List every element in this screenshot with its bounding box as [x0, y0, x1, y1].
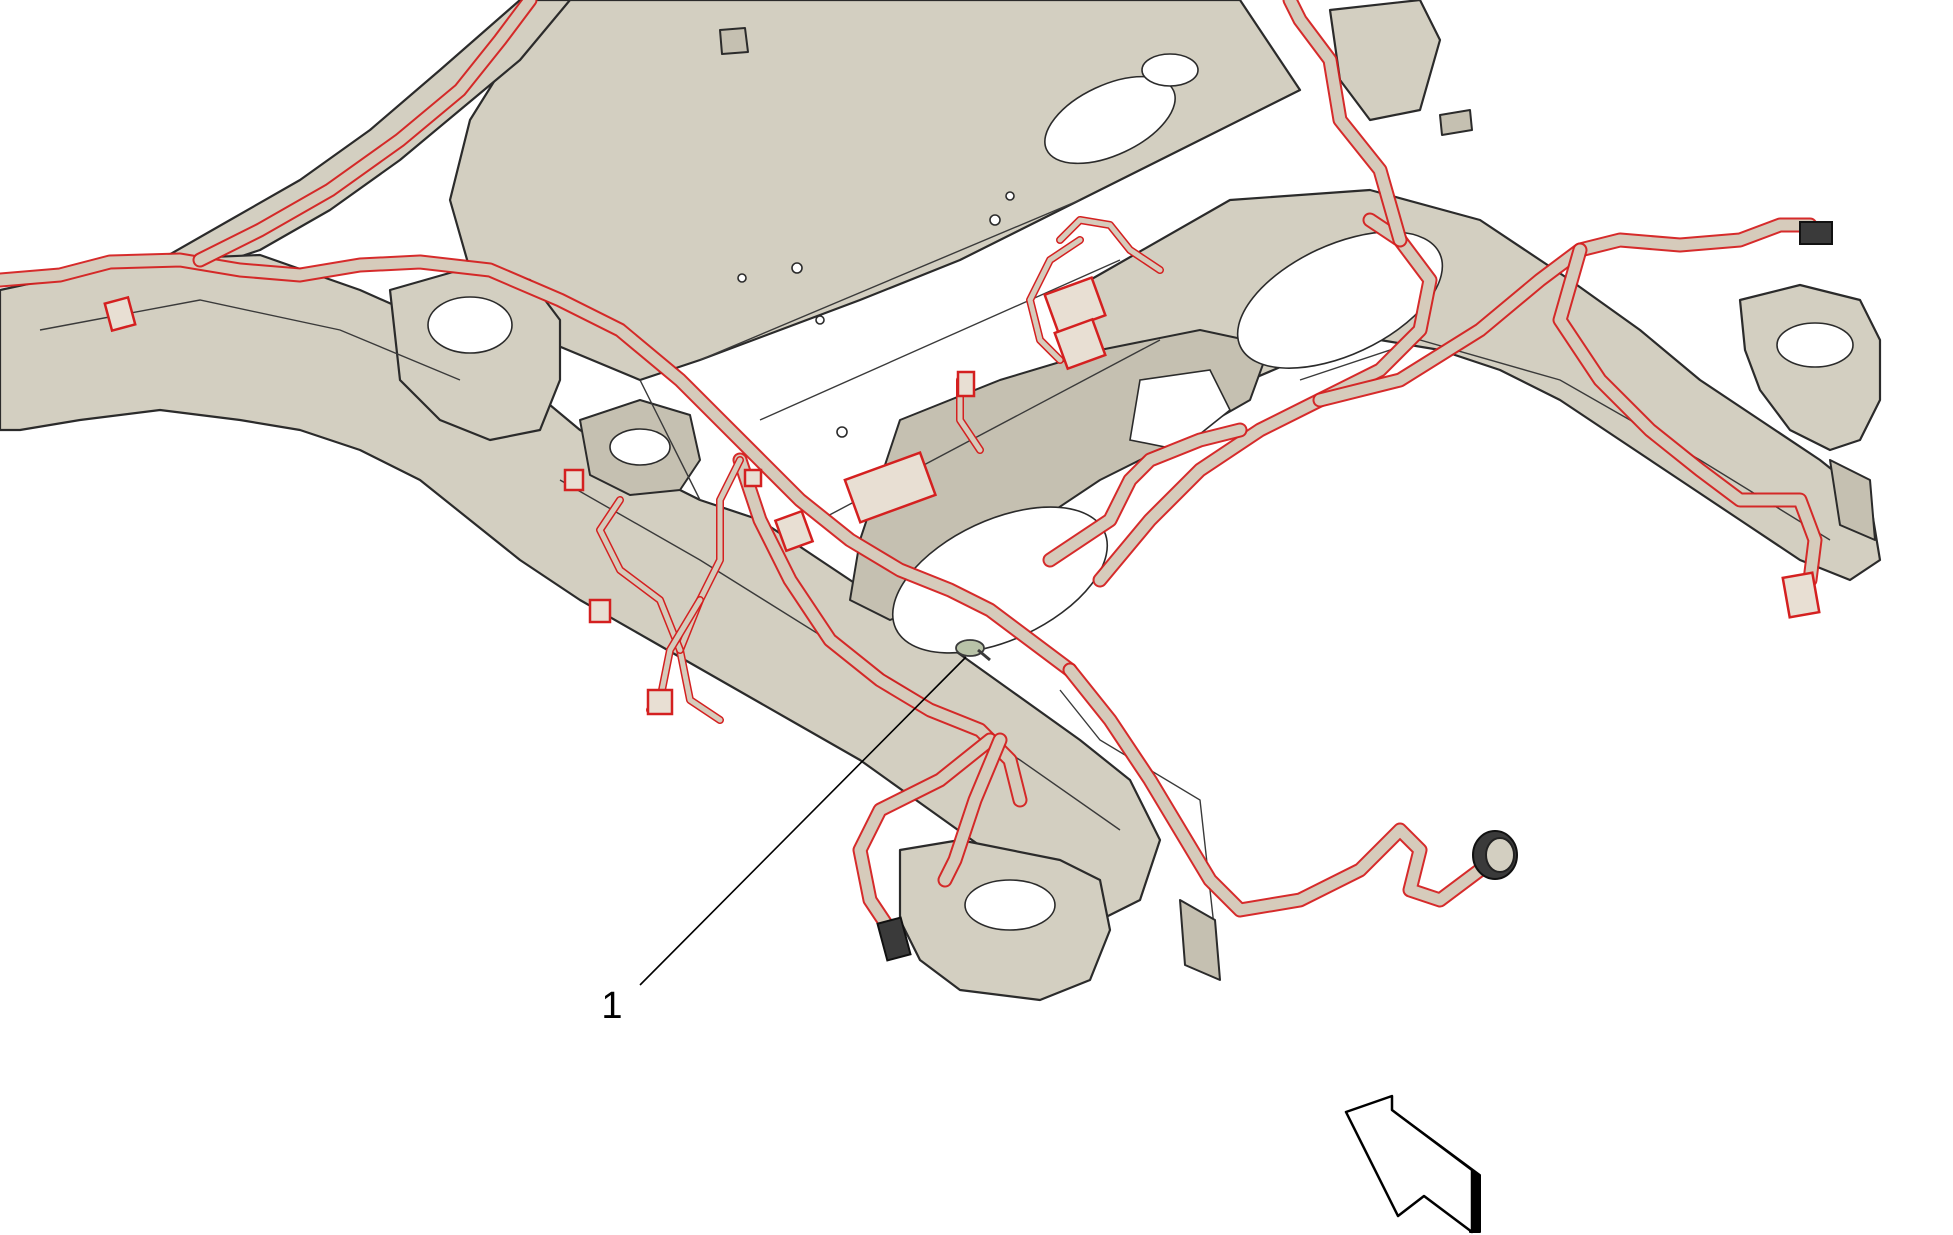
connector-upper-relay-2 — [1053, 317, 1107, 371]
connector-front-left — [876, 916, 912, 962]
vehicle-frame — [0, 0, 1882, 1002]
connector-right-end — [1799, 221, 1833, 245]
connector-lower-left-2 — [588, 598, 612, 624]
callout-1: 1 — [601, 656, 967, 1027]
callout-1-leader — [639, 656, 967, 986]
clip-rail-1 — [563, 468, 585, 492]
connector-left-upper — [103, 295, 137, 333]
view-direction-arrow-icon — [1344, 1094, 1481, 1234]
wiring-harness — [0, 0, 1823, 938]
callout-1-label: 1 — [601, 985, 622, 1027]
connector-mid-small — [773, 509, 815, 553]
connector-lower-left — [646, 688, 674, 716]
connector-front-right-round-face — [1485, 837, 1515, 873]
ground-terminal-icon — [955, 639, 991, 662]
connectors — [103, 221, 1833, 962]
clip-rail-2 — [743, 468, 763, 488]
connector-top-small — [956, 370, 976, 398]
connector-right-rail — [1781, 571, 1821, 619]
connector-mid-module — [843, 451, 938, 524]
